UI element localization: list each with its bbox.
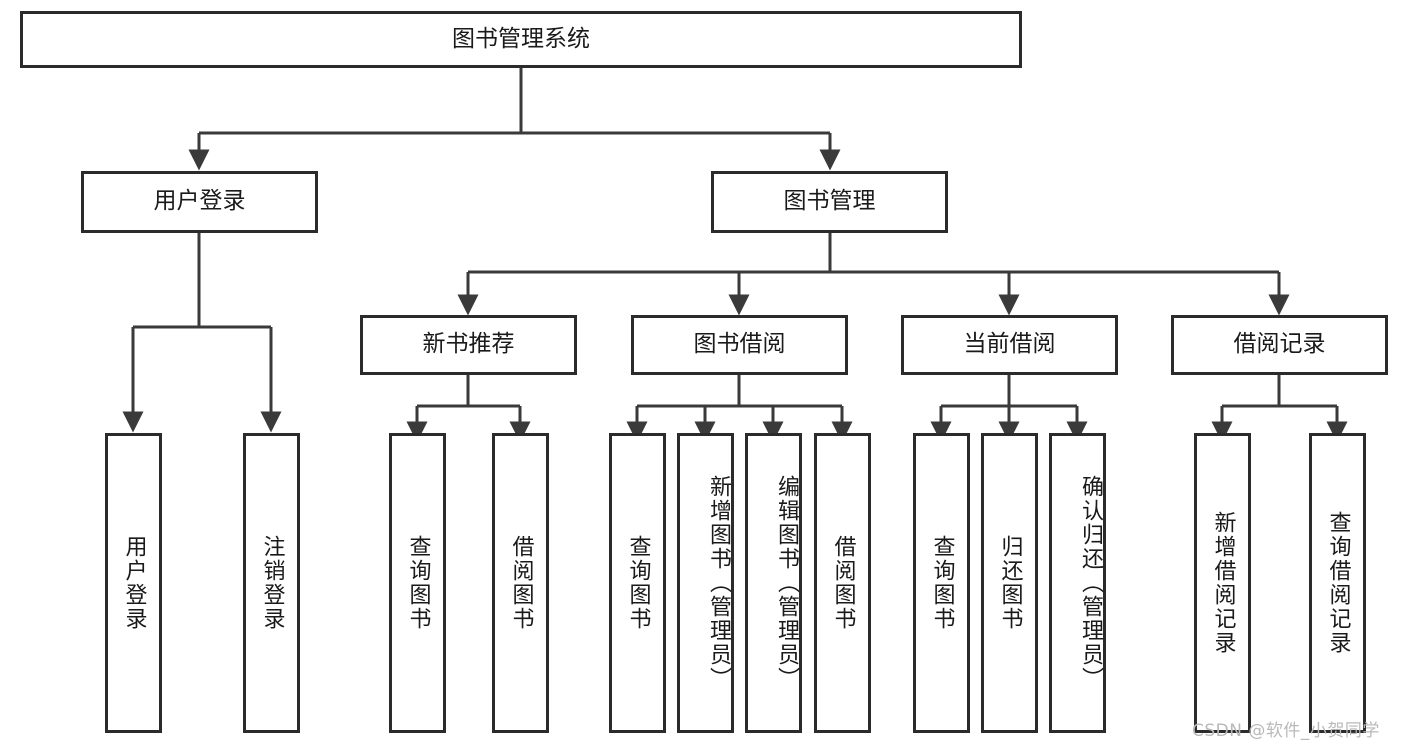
node-label: 新书推荐 bbox=[422, 331, 515, 358]
node-label: 编辑图书（管理员） bbox=[774, 475, 799, 691]
node-new-book-recommend[interactable]: 新书推荐 bbox=[360, 315, 577, 375]
node-label: 新增借阅记录 bbox=[1210, 511, 1236, 655]
node-label: 借阅图书 bbox=[508, 535, 534, 631]
node-label: 借阅图书 bbox=[830, 535, 856, 631]
node-label: 查询借阅记录 bbox=[1325, 511, 1351, 655]
node-user-login[interactable]: 用户登录 bbox=[81, 171, 318, 233]
leaf-confirm-return-admin[interactable]: 确认归还（管理员） bbox=[1049, 433, 1106, 733]
node-label: 用户登录 bbox=[121, 535, 147, 631]
node-label: 查询图书 bbox=[929, 535, 955, 631]
node-label: 图书管理系统 bbox=[452, 25, 590, 52]
node-label: 查询图书 bbox=[405, 535, 431, 631]
leaf-logout[interactable]: 注销登录 bbox=[243, 433, 300, 733]
leaf-borrow-book-recommend[interactable]: 借阅图书 bbox=[492, 433, 549, 733]
leaf-borrow-book-borrow[interactable]: 借阅图书 bbox=[814, 433, 871, 733]
leaf-add-book-admin[interactable]: 新增图书（管理员） bbox=[677, 433, 734, 733]
node-label: 图书管理 bbox=[783, 188, 876, 215]
leaf-return-book[interactable]: 归还图书 bbox=[981, 433, 1038, 733]
leaf-user-login[interactable]: 用户登录 bbox=[105, 433, 162, 733]
node-label: 确认归还（管理员） bbox=[1078, 475, 1103, 691]
leaf-query-book-borrow[interactable]: 查询图书 bbox=[609, 433, 666, 733]
node-book-borrow[interactable]: 图书借阅 bbox=[631, 315, 848, 375]
leaf-add-borrow-record[interactable]: 新增借阅记录 bbox=[1194, 433, 1251, 733]
node-current-borrow[interactable]: 当前借阅 bbox=[901, 315, 1118, 375]
node-label: 当前借阅 bbox=[963, 331, 1056, 358]
leaf-query-book-current[interactable]: 查询图书 bbox=[913, 433, 970, 733]
leaf-query-book-recommend[interactable]: 查询图书 bbox=[389, 433, 446, 733]
node-root-system[interactable]: 图书管理系统 bbox=[20, 11, 1022, 68]
node-label: 借阅记录 bbox=[1233, 331, 1326, 358]
csdn-watermark: CSDN @软件_小贺同学 bbox=[1192, 721, 1380, 741]
node-label: 查询图书 bbox=[625, 535, 651, 631]
node-label: 图书借阅 bbox=[693, 331, 786, 358]
node-book-management[interactable]: 图书管理 bbox=[711, 171, 948, 233]
node-label: 归还图书 bbox=[997, 535, 1023, 631]
leaf-edit-book-admin[interactable]: 编辑图书（管理员） bbox=[745, 433, 802, 733]
node-borrow-record[interactable]: 借阅记录 bbox=[1171, 315, 1388, 375]
node-label: 新增图书（管理员） bbox=[706, 475, 731, 691]
node-label: 注销登录 bbox=[259, 535, 285, 631]
leaf-query-borrow-record[interactable]: 查询借阅记录 bbox=[1309, 433, 1366, 733]
node-label: 用户登录 bbox=[153, 188, 246, 215]
